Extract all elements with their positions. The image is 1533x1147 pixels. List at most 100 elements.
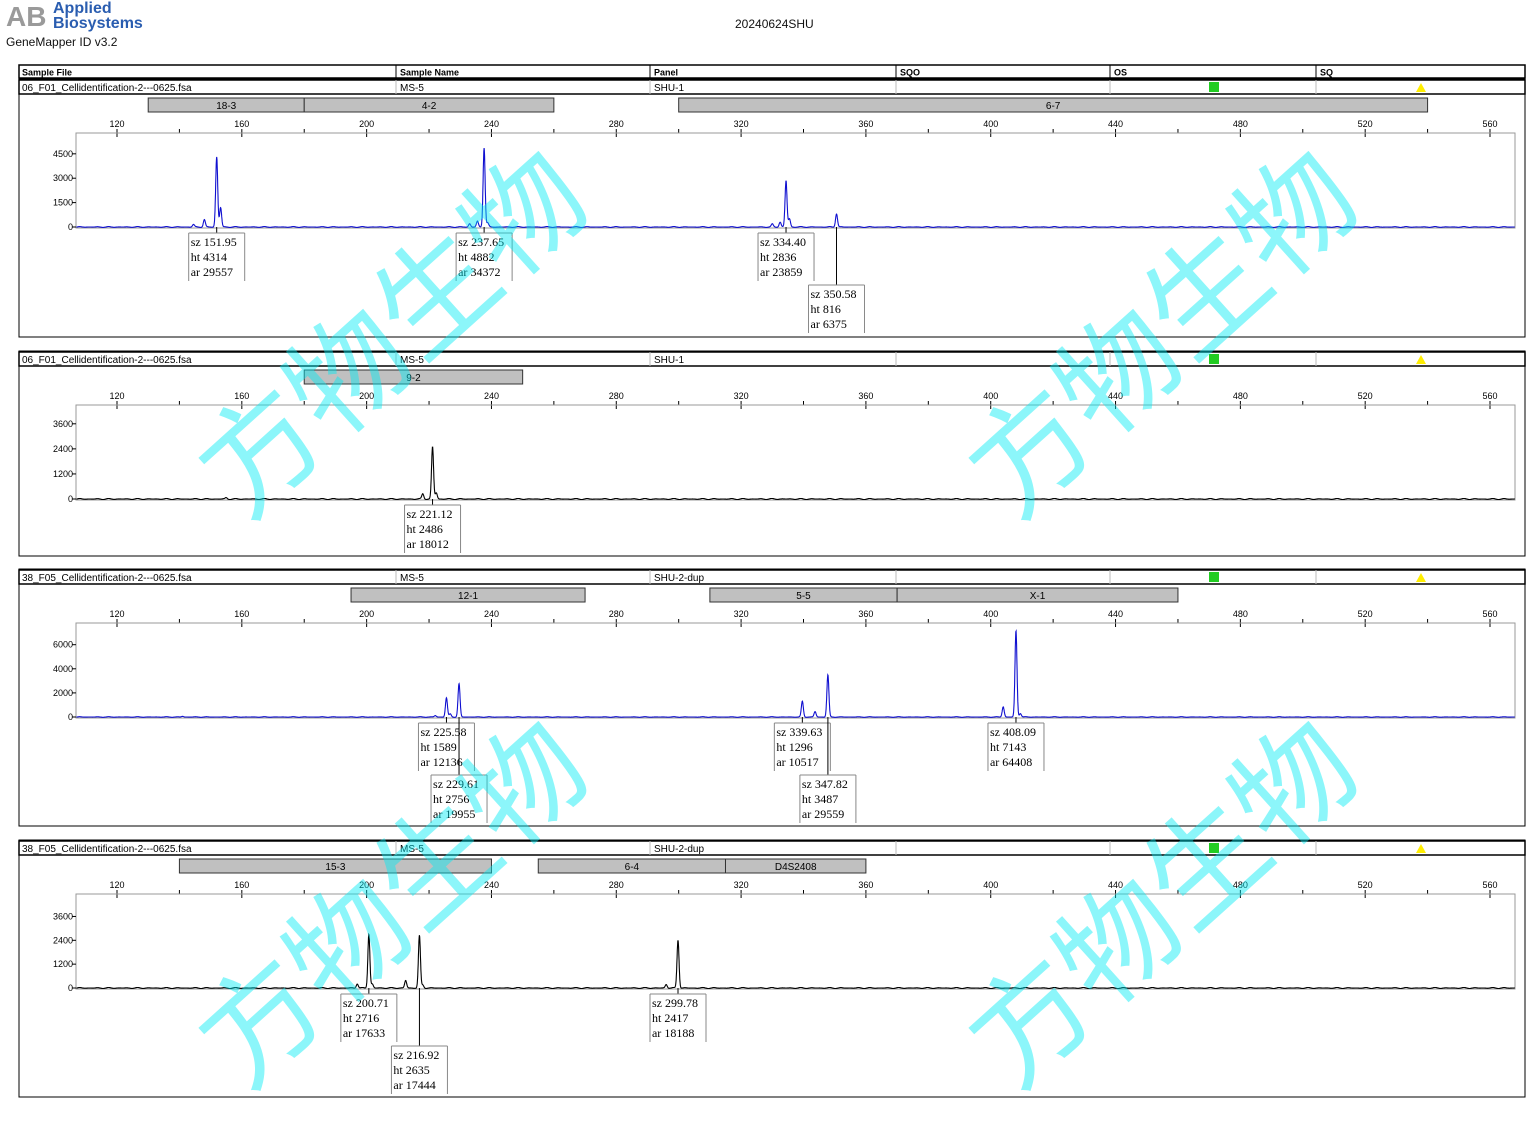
peak-size-prefix: sz bbox=[652, 996, 662, 1010]
peak-height-text: ht 4314 bbox=[191, 250, 227, 264]
brand-name: Applied Biosystems bbox=[53, 0, 143, 32]
peak-size-prefix: sz bbox=[776, 725, 786, 739]
y-tick-label: 3000 bbox=[53, 173, 73, 183]
bin-label: 6-7 bbox=[1046, 101, 1061, 112]
column-header: Sample File bbox=[22, 68, 72, 78]
x-tick-label: 240 bbox=[484, 391, 499, 401]
peak-size-text: sz 229.61 bbox=[433, 777, 479, 791]
applied-biosystems-logo: AB bbox=[6, 1, 52, 35]
x-tick-label: 480 bbox=[1233, 119, 1248, 129]
bin-label: X-1 bbox=[1030, 591, 1046, 602]
os-status-green-square-icon bbox=[1209, 82, 1219, 92]
header-row bbox=[18, 64, 1526, 79]
x-tick-label: 160 bbox=[234, 391, 249, 401]
peak-height-text: ht 2486 bbox=[407, 522, 443, 536]
y-tick-label: 2400 bbox=[53, 444, 73, 454]
x-tick-label: 160 bbox=[234, 119, 249, 129]
x-tick-label: 240 bbox=[484, 880, 499, 890]
peak-size-prefix: sz bbox=[343, 996, 353, 1010]
peak-area-value: 18012 bbox=[419, 537, 449, 551]
y-tick-label: 3600 bbox=[53, 419, 73, 429]
peak-size-prefix: sz bbox=[433, 777, 443, 791]
x-tick-label: 280 bbox=[609, 880, 624, 890]
x-tick-label: 360 bbox=[858, 119, 873, 129]
peak-height-value: 2716 bbox=[355, 1011, 379, 1025]
panel-frame bbox=[18, 350, 1526, 557]
plot-area bbox=[75, 893, 1516, 990]
plot-area bbox=[75, 132, 1516, 229]
peak-height-prefix: ht bbox=[811, 302, 821, 316]
peak-size-value: 216.92 bbox=[406, 1048, 439, 1062]
allele-bin bbox=[303, 97, 555, 113]
bin-label: 12-1 bbox=[458, 591, 478, 602]
x-tick-label: 320 bbox=[734, 880, 749, 890]
peak-size-text: sz 200.71 bbox=[343, 996, 389, 1010]
peak-area-prefix: ar bbox=[458, 265, 467, 279]
sample-info-row bbox=[18, 840, 1526, 856]
x-tick-label: 560 bbox=[1482, 609, 1497, 619]
software-version: GeneMapper ID v3.2 bbox=[6, 35, 118, 49]
peak-size-text: sz 408.09 bbox=[990, 725, 1036, 739]
peak-size-prefix: sz bbox=[191, 235, 201, 249]
x-tick-label: 240 bbox=[484, 119, 499, 129]
sq-warning-triangle-icon bbox=[1416, 355, 1426, 364]
os-status-green-square-icon bbox=[1209, 843, 1219, 853]
peak-size-text: sz 350.58 bbox=[811, 287, 857, 301]
bin-label: 15-3 bbox=[325, 862, 345, 873]
x-tick-label: 520 bbox=[1358, 609, 1373, 619]
brand-line-1: Applied bbox=[53, 0, 112, 17]
peak-area-value: 29557 bbox=[203, 265, 233, 279]
sample-info-row bbox=[18, 351, 1526, 367]
panel-name: SHU-1 bbox=[654, 355, 684, 366]
peak-area-value: 12136 bbox=[433, 755, 463, 769]
peak-area-text: ar 29559 bbox=[802, 807, 844, 821]
peak-size-prefix: sz bbox=[802, 777, 812, 791]
y-tick-label: 0 bbox=[68, 222, 73, 232]
allele-bin bbox=[350, 587, 586, 603]
x-tick-label: 520 bbox=[1358, 119, 1373, 129]
peak-height-value: 2756 bbox=[445, 792, 469, 806]
peak-size-value: 151.95 bbox=[204, 235, 237, 249]
peak-height-prefix: ht bbox=[343, 1011, 353, 1025]
sample-name: MS-5 bbox=[400, 355, 424, 366]
peak-size-text: sz 225.58 bbox=[420, 725, 466, 739]
x-tick-label: 520 bbox=[1358, 880, 1373, 890]
peak-size-text: sz 237.65 bbox=[458, 235, 504, 249]
x-tick-label: 440 bbox=[1108, 119, 1123, 129]
peak-area-prefix: ar bbox=[407, 537, 416, 551]
panel-frame bbox=[18, 839, 1526, 1098]
peak-height-text: ht 4882 bbox=[458, 250, 494, 264]
x-tick-label: 320 bbox=[734, 119, 749, 129]
x-tick-label: 200 bbox=[359, 609, 374, 619]
x-tick-label: 200 bbox=[359, 391, 374, 401]
peak-size-value: 347.82 bbox=[815, 777, 848, 791]
peak-area-prefix: ar bbox=[343, 1026, 352, 1040]
sample-info-row bbox=[18, 79, 1526, 95]
x-tick-label: 480 bbox=[1233, 391, 1248, 401]
y-tick-label: 0 bbox=[68, 983, 73, 993]
column-header: Panel bbox=[654, 68, 678, 78]
y-tick-label: 2400 bbox=[53, 935, 73, 945]
x-tick-label: 280 bbox=[609, 119, 624, 129]
column-header: SQO bbox=[900, 68, 920, 78]
peak-area-text: ar 64408 bbox=[990, 755, 1032, 769]
sample-file: 38_F05_Cellidentification-2---0625.fsa bbox=[22, 844, 192, 855]
x-tick-label: 560 bbox=[1482, 119, 1497, 129]
x-tick-label: 240 bbox=[484, 609, 499, 619]
y-tick-label: 6000 bbox=[53, 640, 73, 650]
bin-label: 9-2 bbox=[406, 373, 421, 384]
y-tick-label: 0 bbox=[68, 494, 73, 504]
y-tick-label: 4000 bbox=[53, 664, 73, 674]
x-tick-label: 280 bbox=[609, 391, 624, 401]
peak-height-text: ht 2417 bbox=[652, 1011, 688, 1025]
peak-area-prefix: ar bbox=[191, 265, 200, 279]
peak-area-value: 18188 bbox=[664, 1026, 694, 1040]
